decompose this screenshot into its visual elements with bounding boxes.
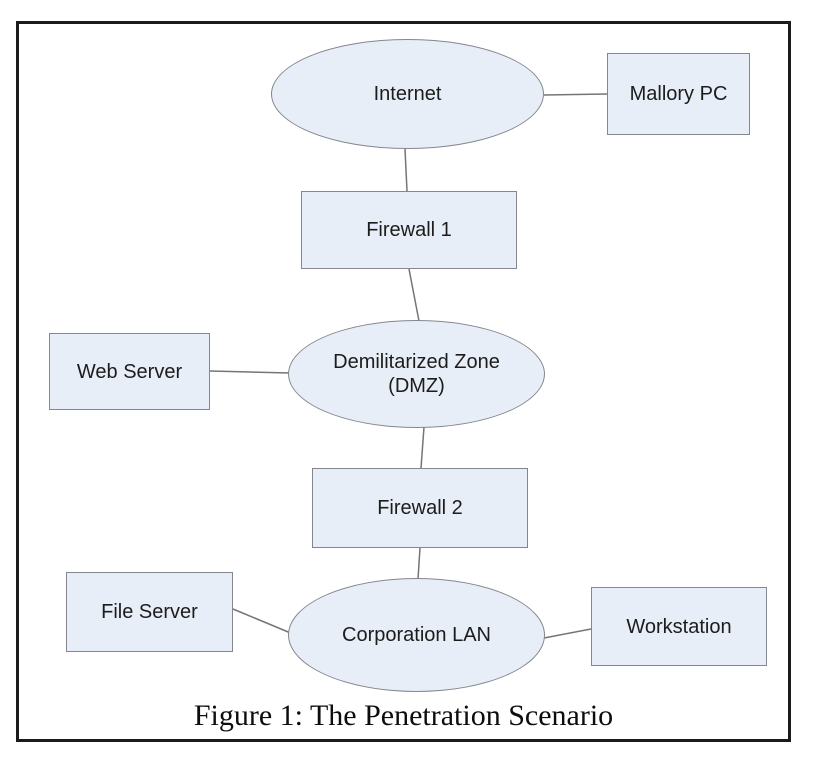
node-internet: Internet [271,39,544,149]
edge-file-server-corporation-lan [232,608,294,635]
node-file-server-label: File Server [101,601,198,623]
node-corporation-lan-label: Corporation LAN [342,624,491,646]
node-corporation-lan: Corporation LAN [288,578,545,692]
node-firewall-2: Firewall 2 [312,468,528,548]
edge-web-server-dmz [209,370,291,374]
edge-firewall-2-corporation-lan [417,547,421,580]
node-file-server: File Server [66,572,233,652]
node-workstation-label: Workstation [626,615,732,638]
node-workstation: Workstation [591,587,767,666]
node-web-server-label: Web Server [76,360,183,383]
node-internet-label: Internet [373,83,442,105]
node-firewall-1: Firewall 1 [301,191,517,269]
node-dmz: Demilitarized Zone (DMZ) [288,320,545,428]
edge-internet-firewall-1 [404,148,408,192]
node-mallory-pc-label: Mallory PC [629,83,728,105]
node-web-server: Web Server [49,333,210,410]
figure-caption: Figure 1: The Penetration Scenario [193,699,614,732]
edge-internet-mallory-pc [543,93,608,96]
node-firewall-1-label: Firewall 1 [366,219,452,241]
node-firewall-2-label: Firewall 2 [377,497,463,519]
node-dmz-sublabel: (DMZ) [388,375,445,397]
node-dmz-label: Demilitarized Zone [333,351,500,373]
edge-dmz-firewall-2 [420,426,425,469]
node-mallory-pc: Mallory PC [607,53,750,135]
edge-firewall-1-dmz [408,268,420,322]
edge-corporation-lan-workstation [543,628,592,639]
